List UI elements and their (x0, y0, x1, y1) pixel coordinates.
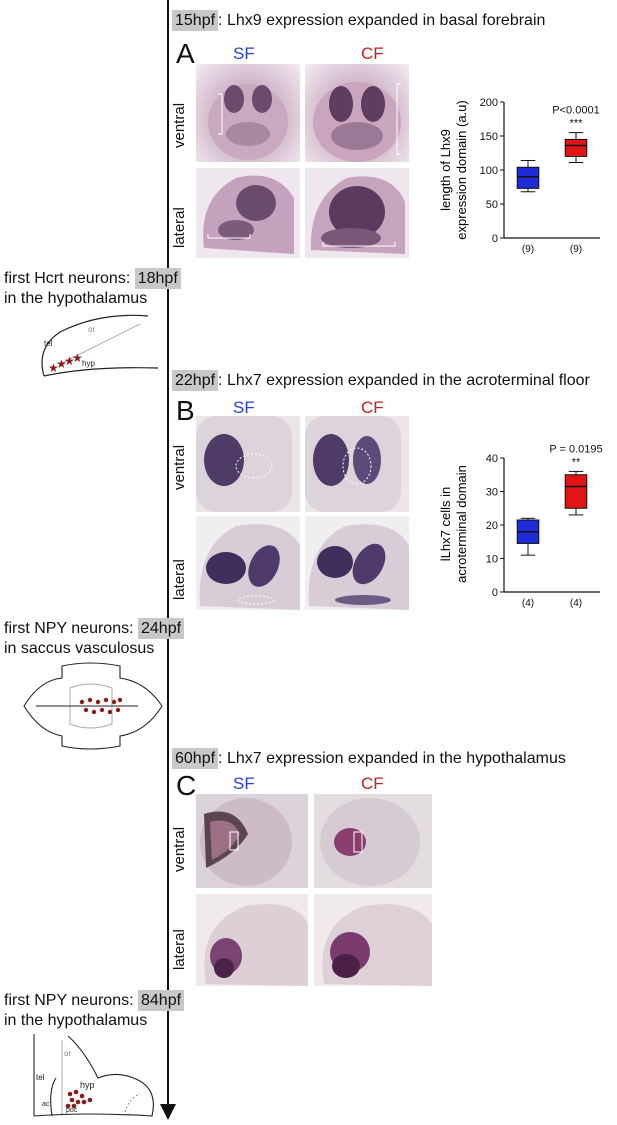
hcrt-line1: first Hcrt neurons: 18hpf (4, 268, 181, 289)
significance-stars: *** (570, 118, 584, 130)
panel-letter-c: C (176, 770, 197, 801)
y-tick-label: 0 (492, 587, 498, 599)
chart-a-ylabel-2: expression domain (a.u) (454, 100, 469, 239)
timepoint-18hpf: 18hpf (134, 268, 181, 289)
timepoint-15hpf: 15hpf (172, 10, 219, 31)
y-tick-label: 50 (486, 199, 498, 211)
npy84-diagram-hyp: hyp (80, 1080, 95, 1090)
sf-label-b: SF (233, 398, 255, 417)
chart-b-ylabel-1: lLhx7 cells in (438, 487, 453, 561)
photo-b-cf-lateral (305, 516, 409, 610)
timeline-axis (167, 0, 169, 1108)
category-label: (4) (522, 598, 534, 609)
box (564, 474, 588, 509)
photo-a-cf-ventral (305, 64, 409, 162)
npy24-line2: in saccus vasculosus (4, 640, 155, 657)
y-tick-label: 20 (486, 520, 498, 532)
npy84-text: first NPY neurons: (4, 992, 134, 1009)
chart-b: lLhx7 cells in acroterminal domain 0 10 20… (438, 443, 603, 609)
p-value-label: P = 0.0195 (549, 443, 602, 455)
npy24-line1: first NPY neurons: 24hpf (4, 618, 185, 639)
photo-b-sf-ventral (196, 416, 300, 512)
photo-b-cf-ventral (305, 416, 409, 512)
y-tick-label: 0 (492, 233, 498, 245)
y-tick-label: 40 (486, 453, 498, 465)
photo-c-sf-lateral (196, 894, 308, 986)
box (516, 166, 540, 189)
lateral-label-b: lateral (171, 559, 188, 600)
p-value-label: P<0.0001 (552, 105, 599, 117)
panel-c-heading: 60hpf: Lhx7 expression expanded in the h… (172, 748, 566, 770)
photo-c-sf-ventral (196, 794, 308, 888)
hcrt-diagram-tel: tel (44, 339, 53, 348)
y-tick-label: 30 (486, 487, 498, 499)
panel-a-title: Lhx9 expression expanded in basal forebr… (226, 12, 546, 29)
npy24-embryo-diagram (23, 662, 163, 750)
timepoint-84hpf: 84hpf (138, 990, 185, 1011)
svg-text:★: ★ (72, 351, 83, 365)
photo-c-cf-lateral (314, 894, 432, 986)
timepoint-24hpf: 24hpf (138, 618, 185, 639)
npy84-line1: first NPY neurons: 84hpf (4, 990, 185, 1011)
chart-b-ylabel-2: acroterminal domain (454, 465, 469, 583)
panel-letter-b: B (176, 395, 195, 426)
photo-a-cf-lateral (305, 168, 409, 258)
panel-b-heading: 22hpf: Lhx7 expression expanded in the a… (172, 370, 590, 392)
npy84-line2: in the hypothalamus (4, 1012, 148, 1029)
cf-label-c: CF (361, 774, 384, 793)
hcrt-embryo-diagram: or tel hyp ★★★★ (41, 314, 159, 377)
npy84-diagram-tel: tel (36, 1073, 45, 1082)
timepoint-22hpf: 22hpf (172, 370, 219, 391)
cf-label-b: CF (361, 398, 384, 417)
significance-stars: ** (572, 456, 581, 468)
svg-text:★: ★ (56, 357, 67, 371)
npy84-diagram-poc: poc (66, 1107, 78, 1114)
lateral-label-a: lateral (171, 207, 188, 248)
ventral-label-a: ventral (171, 102, 188, 148)
npy84-diagram-ac: ac (42, 1101, 50, 1108)
chart-a-ylabel-1: length of Lhx9 (438, 129, 453, 211)
hcrt-text: first Hcrt neurons: (4, 270, 131, 287)
lateral-label-c: lateral (171, 929, 188, 970)
chart-a: length of Lhx9 expression domain (a.u) 0… (438, 97, 600, 255)
sf-label-a: SF (233, 44, 255, 63)
svg-text:★: ★ (64, 354, 75, 368)
npy84-embryo-diagram: or tel hyp ac poc (33, 1034, 154, 1117)
panel-letter-a: A (176, 38, 195, 69)
ventral-label-b: ventral (171, 444, 188, 490)
npy84-diagram-or: or (64, 1049, 71, 1058)
category-label: (4) (570, 598, 582, 609)
npy24-text: first NPY neurons: (4, 620, 134, 637)
y-tick-label: 100 (480, 165, 498, 177)
hcrt-diagram-hyp: hyp (82, 359, 95, 368)
photo-c-cf-ventral (314, 794, 432, 888)
panel-b-title: Lhx7 expression expanded in the acroterm… (226, 372, 590, 389)
svg-text:★: ★ (48, 361, 59, 375)
photo-a-sf-ventral (196, 64, 300, 162)
photo-b-sf-lateral (196, 516, 300, 610)
panel-a-heading: 15hpf: Lhx9 expression expanded in basal… (172, 10, 545, 32)
box (564, 138, 588, 157)
y-tick-label: 150 (480, 131, 498, 143)
panel-c-title: Lhx7 expression expanded in the hypothal… (226, 750, 566, 767)
category-label: (9) (570, 244, 582, 255)
timepoint-60hpf: 60hpf (172, 748, 219, 769)
hcrt-diagram-or: or (88, 325, 95, 334)
y-tick-label: 200 (480, 97, 498, 109)
y-tick-label: 10 (486, 554, 498, 566)
category-label: (9) (522, 244, 534, 255)
hcrt-line2: in the hypothalamus (4, 290, 148, 307)
timeline-arrowhead (160, 1104, 176, 1120)
photo-a-sf-lateral (196, 168, 300, 258)
cf-label-a: CF (361, 44, 384, 63)
ventral-label-c: ventral (171, 826, 188, 872)
sf-label-c: SF (233, 774, 255, 793)
